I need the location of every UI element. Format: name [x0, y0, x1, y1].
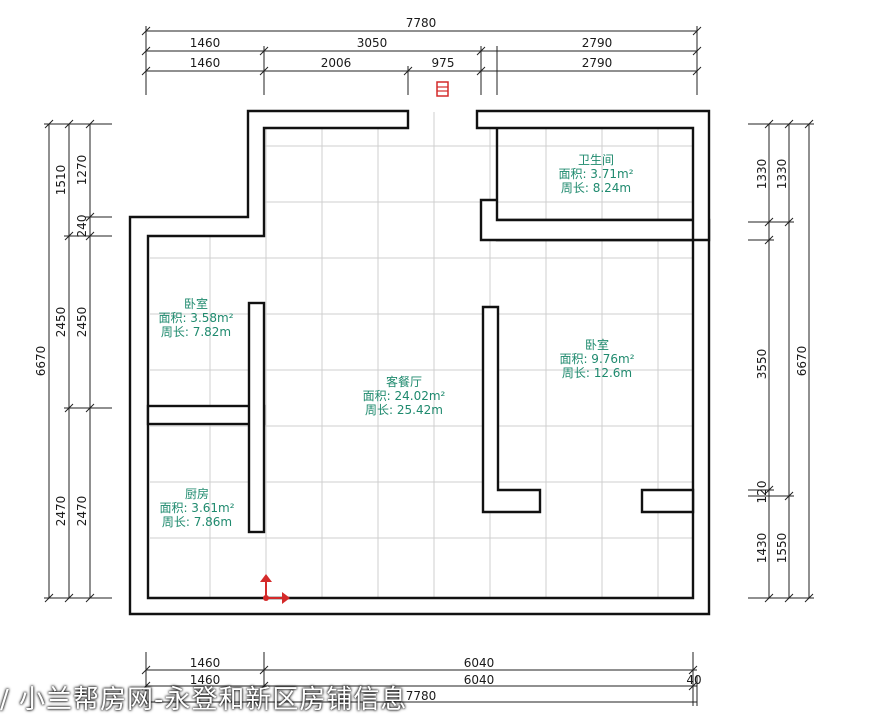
room-bedroom-small-label: 卧室 面积: 3.58m² 周长: 7.82m: [158, 296, 233, 339]
upper-right-wall: [475, 109, 711, 242]
room-perimeter: 周长: 7.86m: [162, 515, 232, 529]
watermark-text: / 小兰帮房网-永登和新区房铺信息: [0, 685, 408, 715]
room-living-label: 客餐厅 面积: 24.02m² 周长: 25.42m: [363, 374, 446, 417]
room-perimeter: 周长: 8.24m: [561, 181, 631, 195]
walls: [128, 109, 711, 616]
dim-bottom-r1-a: 1460: [190, 656, 221, 670]
dim-left-inner-c: 2450: [75, 307, 89, 338]
dim-right-inner-b: 3550: [755, 349, 769, 380]
bedroom-kitchen-wall: [146, 404, 266, 426]
room-bedroom-large-label: 卧室 面积: 9.76m² 周长: 12.6m: [559, 337, 634, 380]
dim-top-r2-d: 2790: [582, 56, 613, 70]
room-name: 厨房: [185, 486, 209, 501]
dim-right-inner-a: 1330: [755, 159, 769, 190]
room-bathroom-label: 卫生间 面积: 3.71m² 周长: 8.24m: [558, 153, 633, 195]
dim-bottom-r2-a: 1460: [190, 673, 221, 687]
bedroom-wall-right-stub: [640, 488, 695, 514]
room-perimeter: 周长: 7.82m: [161, 325, 231, 339]
dim-left-mid-b: 2450: [54, 307, 68, 338]
dim-bottom-r2-b: 6040: [464, 673, 495, 687]
dim-left-inner-d: 2470: [75, 496, 89, 527]
dim-right-inner-c: 120: [755, 481, 769, 504]
dim-right-inner-d: 1430: [755, 533, 769, 564]
left-dimensions: 6670 1510 2450 2470 1270 240 2450 2470: [34, 119, 112, 603]
top-dimensions: 7780 1460 3050 2790 1460 2006 975 2790: [141, 16, 702, 95]
room-name: 卧室: [184, 296, 208, 311]
dim-left-mid-c: 2470: [54, 496, 68, 527]
room-area: 面积: 3.58m²: [158, 311, 233, 325]
dim-top-r2-a: 1460: [190, 56, 221, 70]
dim-bottom-r2-c: 40: [686, 673, 701, 687]
room-name: 卧室: [585, 337, 609, 352]
left-partition-wall: [247, 301, 266, 534]
dim-top-r1-a: 1460: [190, 36, 221, 50]
room-name: 客餐厅: [386, 374, 422, 389]
room-area: 面积: 9.76m²: [559, 352, 634, 366]
dim-bottom-r1-b: 6040: [464, 656, 495, 670]
room-name: 卫生间: [578, 153, 614, 167]
door-marker-icon: [436, 81, 449, 97]
dim-top-r2-b: 2006: [321, 56, 352, 70]
room-perimeter: 周长: 25.42m: [365, 403, 443, 417]
dim-right-mid-a: 1330: [775, 159, 789, 190]
dim-right-mid-b: 1550: [775, 533, 789, 564]
dim-right-outer: 6670: [795, 346, 809, 377]
dim-top-r1-b: 3050: [357, 36, 388, 50]
dim-top-r1-c: 2790: [582, 36, 613, 50]
dim-left-mid-a: 1510: [54, 165, 68, 196]
dim-left-outer: 6670: [34, 346, 48, 377]
bottom-dimensions: 1460 6040 1460 6040 40 7780: [141, 652, 702, 706]
dim-left-inner-b: 240: [75, 215, 89, 238]
origin-axis-icon: [260, 574, 290, 604]
right-dimensions: 1330 3550 120 1430 1330 1550 6670: [748, 119, 814, 603]
room-area: 面积: 24.02m²: [363, 389, 446, 403]
room-perimeter: 周长: 12.6m: [562, 366, 632, 380]
dim-top-total: 7780: [406, 16, 437, 30]
dim-top-r2-c: 975: [432, 56, 455, 70]
dim-bottom-total: 7780: [406, 689, 437, 703]
room-area: 面积: 3.71m²: [558, 167, 633, 181]
room-area: 面积: 3.61m²: [159, 501, 234, 515]
dim-left-inner-a: 1270: [75, 155, 89, 186]
bedroom-wall-left-stub: [481, 305, 542, 514]
room-kitchen-label: 厨房 面积: 3.61m² 周长: 7.86m: [159, 486, 234, 529]
